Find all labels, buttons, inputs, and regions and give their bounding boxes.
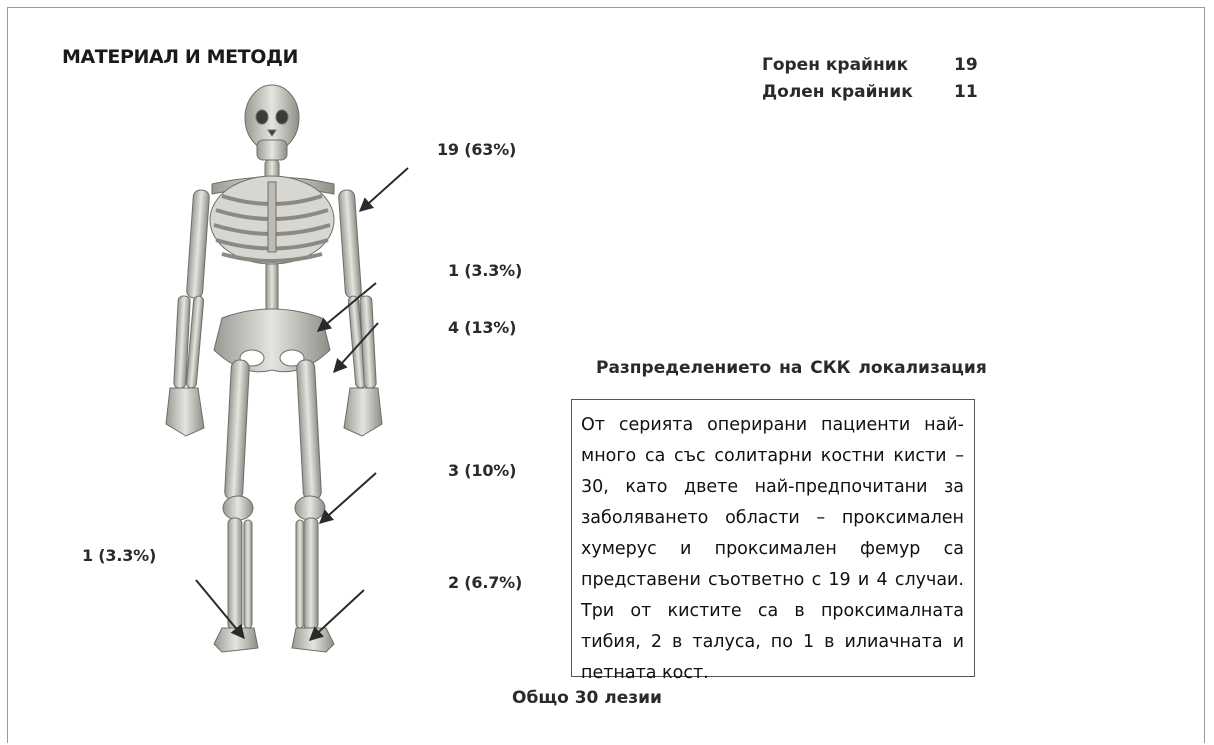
arrow-humerus (360, 168, 408, 211)
arrow-tibia (320, 473, 376, 523)
skeleton-figure (166, 85, 382, 652)
distribution-heading: Разпределението на СКК локализация (596, 358, 987, 378)
annotation-tibia: 3 (10%) (448, 461, 516, 480)
description-box: От серията оперирани пациенти най-много … (571, 399, 975, 677)
description-text: От серията оперирани пациенти най-много … (581, 415, 964, 683)
annotation-femur: 4 (13%) (448, 318, 516, 337)
annotation-calcaneus: 1 (3.3%) (82, 546, 156, 565)
total-lesions: Общо 30 лезии (512, 688, 662, 708)
annotation-humerus: 19 (63%) (437, 140, 516, 159)
annotation-ilium: 1 (3.3%) (448, 261, 522, 280)
annotation-talus: 2 (6.7%) (448, 573, 522, 592)
